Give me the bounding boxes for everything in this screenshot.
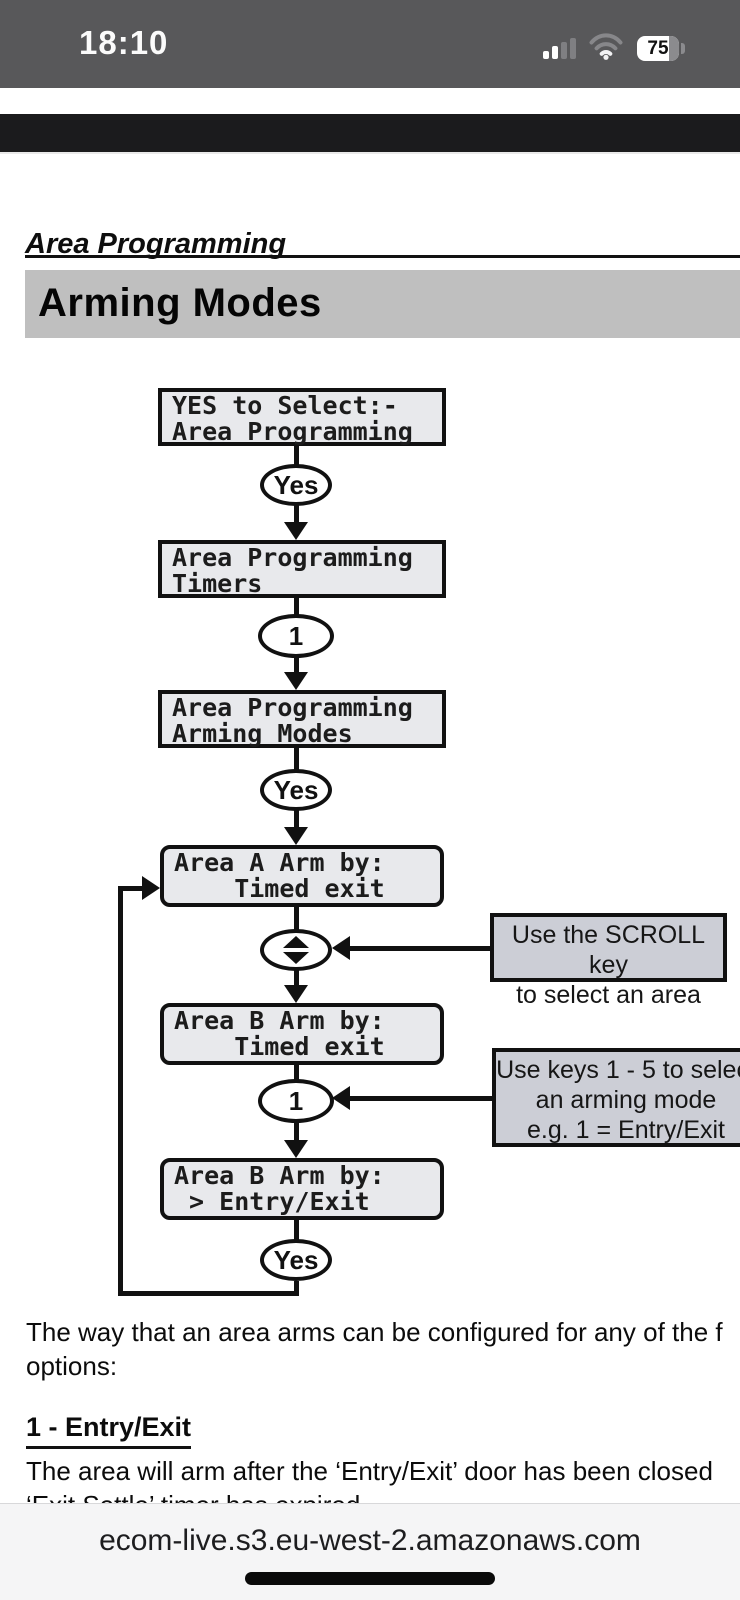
note-line: Use the SCROLL key	[511, 921, 706, 979]
page-title-bar: Arming Modes	[25, 270, 740, 338]
battery-icon: 75	[637, 36, 687, 61]
section-rule	[25, 255, 740, 258]
note-box-arming-keys: Use keys 1 - 5 to select an arming mode …	[492, 1048, 740, 1147]
key-label: Yes	[273, 774, 319, 805]
flow-connector	[294, 907, 299, 931]
lcd-line: Area Programming	[172, 543, 413, 572]
note-line: an arming mode	[535, 1086, 717, 1114]
flow-connector	[294, 1121, 299, 1142]
lcd-display: Area Programming Timers	[158, 540, 446, 598]
key-label: Yes	[273, 469, 319, 500]
loop-line	[118, 886, 123, 1296]
url-text[interactable]: ecom-live.s3.eu-west-2.amazonaws.com	[99, 1524, 641, 1557]
wifi-icon	[589, 33, 623, 60]
lcd-line: Area B Arm by:	[174, 1006, 385, 1035]
lcd-line: > Entry/Exit	[174, 1187, 370, 1216]
note-line: to select an area	[516, 981, 701, 1009]
lcd-line: Timers	[172, 569, 263, 598]
yes-key-oval: Yes	[260, 464, 332, 506]
paragraph-line: The area will arm after the ‘Entry/Exit’…	[26, 1456, 713, 1486]
flow-connector	[294, 1281, 299, 1296]
browser-top-strip	[0, 88, 740, 114]
flow-connector	[294, 809, 299, 829]
scroll-up-down-icon	[283, 936, 309, 964]
note-box-scroll-key: Use the SCROLL key to select an area	[490, 913, 727, 1009]
flow-connector	[294, 656, 299, 674]
loop-line	[118, 1291, 299, 1296]
lcd-line: Area B Arm by:	[174, 1161, 385, 1190]
lcd-line: Area Programming	[172, 693, 413, 722]
arrow-left-icon	[332, 1086, 350, 1110]
flow-connector	[294, 504, 299, 524]
collapsed-toolbar	[0, 114, 740, 154]
cellular-signal-icon	[543, 37, 579, 59]
key-label: 1	[288, 1085, 304, 1116]
arrow-right-icon	[142, 876, 160, 900]
option-heading: 1 - Entry/Exit	[26, 1412, 192, 1449]
note-line: e.g. 1 = Entry/Exit	[526, 1116, 725, 1144]
page-title: Arming Modes	[38, 281, 322, 325]
arrow-left-icon	[332, 936, 350, 960]
flow-connector	[294, 748, 299, 771]
lcd-display: Area Programming Arming Modes	[158, 690, 446, 748]
clock: 18:10	[79, 24, 169, 61]
flow-connector	[294, 1220, 299, 1241]
flow-connector	[294, 598, 299, 616]
lcd-display: Area B Arm by: > Entry/Exit	[160, 1158, 444, 1220]
flow-connector	[294, 1065, 299, 1081]
arrow-down-icon	[284, 985, 308, 1003]
key-1-oval: 1	[258, 1079, 334, 1123]
lcd-line: YES to Select:-	[172, 391, 398, 420]
lcd-line: Area A Arm by:	[174, 848, 385, 877]
status-bar: 18:10 75	[0, 0, 740, 88]
battery-percent: 75	[647, 38, 669, 59]
paragraph-line: options:	[26, 1351, 118, 1381]
lcd-display: YES to Select:- Area Programming	[158, 388, 446, 446]
flow-connector	[294, 969, 299, 987]
flow-connector	[294, 446, 299, 466]
paragraph-line: The way that an area arms can be configu…	[26, 1317, 723, 1347]
yes-key-oval: Yes	[260, 1239, 332, 1281]
browser-url-bar[interactable]: ecom-live.s3.eu-west-2.amazonaws.com	[0, 1503, 740, 1600]
lcd-line: Timed exit	[174, 874, 385, 903]
lcd-line: Timed exit	[174, 1032, 385, 1061]
lcd-line: Arming Modes	[172, 719, 353, 748]
scroll-key-oval	[260, 929, 332, 971]
lcd-display: Area B Arm by: Timed exit	[160, 1003, 444, 1065]
lcd-line: Area Programming	[172, 417, 413, 446]
loop-line	[118, 886, 144, 891]
arrow-down-icon	[284, 522, 308, 540]
note-arrow-line	[350, 946, 490, 951]
home-indicator[interactable]	[245, 1572, 495, 1585]
key-label: 1	[288, 620, 304, 651]
arrow-down-icon	[284, 672, 308, 690]
yes-key-oval: Yes	[260, 769, 332, 811]
key-label: Yes	[273, 1244, 319, 1275]
note-arrow-line	[350, 1096, 492, 1101]
arrow-down-icon	[284, 827, 308, 845]
section-label: Area Programming	[25, 228, 287, 260]
key-1-oval: 1	[258, 614, 334, 658]
note-line: Use keys 1 - 5 to select	[496, 1056, 740, 1084]
arrow-down-icon	[284, 1140, 308, 1158]
lcd-display: Area A Arm by: Timed exit	[160, 845, 444, 907]
